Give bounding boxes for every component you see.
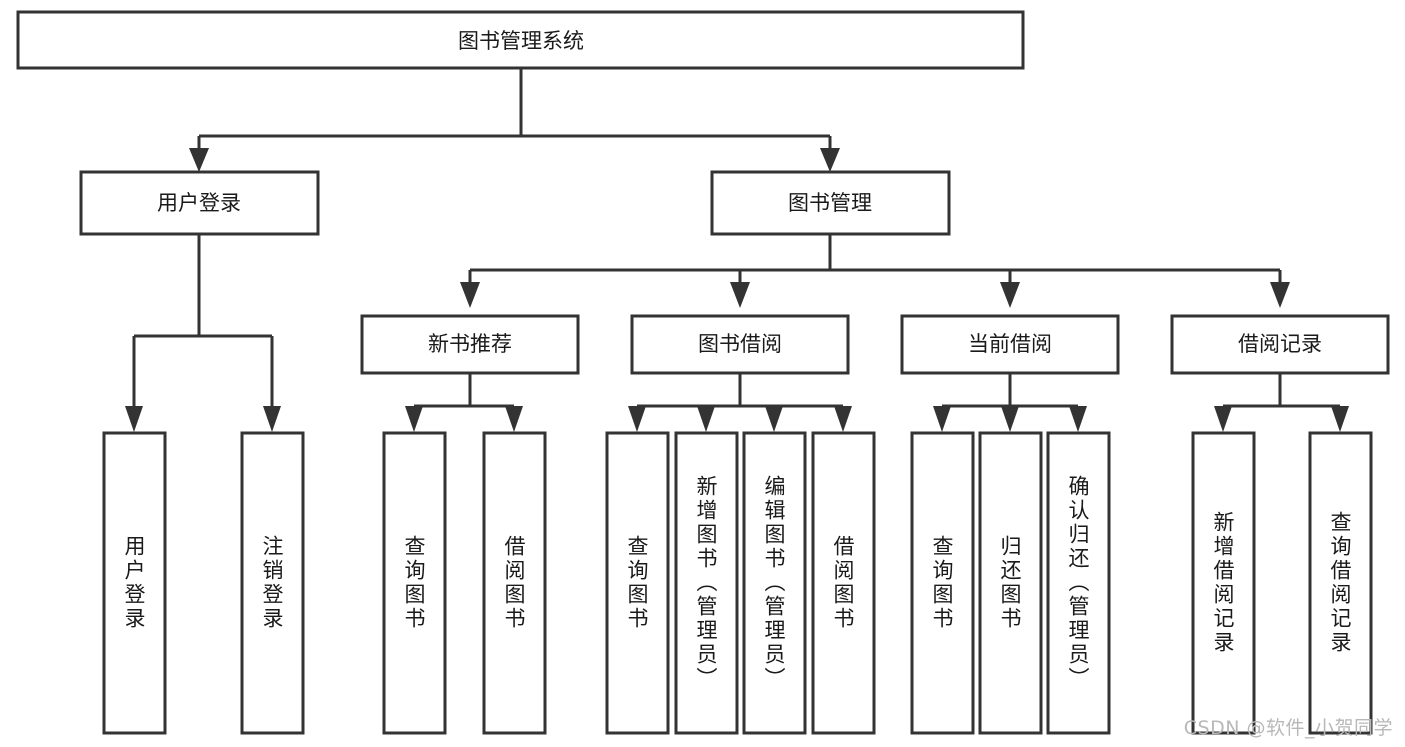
node-leaf-edit-book[interactable]: 编辑图书（管理员） (742, 431, 807, 735)
node-user-login[interactable]: 用户登录 (79, 170, 320, 236)
arrow-head-leaf-return-book (1001, 406, 1019, 432)
node-leaf-user-login[interactable]: 用户登录 (102, 431, 167, 735)
node-leaf-add-book[interactable]: 新增图书（管理员） (674, 431, 739, 735)
arrow-head-user-login (189, 148, 209, 172)
node-leaf-query-book-1[interactable]: 查询图书 (382, 431, 447, 735)
arrow-head-leaf-user-login (125, 406, 143, 432)
node-leaf-add-book-box[interactable] (674, 431, 739, 735)
node-leaf-borrow-book-1[interactable]: 借阅图书 (482, 431, 547, 735)
node-borrow-record[interactable]: 借阅记录 (1170, 314, 1390, 375)
node-leaf-query-book-1-label: 查询图书 (402, 535, 426, 631)
node-new-book-rec[interactable]: 新书推荐 (360, 314, 580, 375)
node-leaf-borrow-book-1-label: 借阅图书 (502, 535, 526, 631)
arrow-head-leaf-logout (263, 406, 281, 432)
arrow-head-leaf-edit-book (765, 406, 783, 432)
arrow-head-leaf-query-book-1 (405, 406, 423, 432)
node-leaf-query-record[interactable]: 查询借阅记录 (1308, 431, 1373, 735)
node-leaf-logout[interactable]: 注销登录 (240, 431, 305, 735)
node-leaf-return-book-box[interactable] (978, 431, 1043, 735)
connector-group-user-login (125, 235, 281, 432)
node-leaf-user-login-box[interactable] (102, 431, 167, 735)
arrow-head-current-borrow (1000, 282, 1020, 308)
node-new-book-rec-box[interactable] (360, 314, 580, 375)
arrow-head-leaf-query-record (1331, 406, 1349, 432)
node-book-borrow-box[interactable] (630, 314, 850, 375)
node-borrow-record-label: 借阅记录 (1238, 332, 1322, 356)
arrow-head-leaf-add-book (697, 406, 715, 432)
node-book-borrow-label: 图书借阅 (698, 332, 782, 356)
node-leaf-logout-box[interactable] (240, 431, 305, 735)
arrow-head-leaf-query-book-3 (933, 406, 951, 432)
node-leaf-add-record-label: 新增借阅记录 (1211, 511, 1235, 655)
node-root-label: 图书管理系统 (458, 29, 584, 53)
node-leaf-confirm-return[interactable]: 确认归还（管理员） (1046, 431, 1111, 735)
node-leaf-confirm-return-box[interactable] (1046, 431, 1111, 735)
node-leaf-add-record-box[interactable] (1191, 431, 1256, 735)
node-leaf-add-record[interactable]: 新增借阅记录 (1191, 431, 1256, 735)
connector-group-new-book-rec (405, 374, 523, 432)
node-book-mgmt-label: 图书管理 (788, 191, 872, 215)
node-leaf-borrow-book-2[interactable]: 借阅图书 (811, 431, 876, 735)
arrow-head-leaf-query-book-2 (628, 406, 646, 432)
node-leaf-query-book-3[interactable]: 查询图书 (910, 431, 975, 735)
arrow-head-leaf-borrow-book-2 (834, 406, 852, 432)
node-root[interactable]: 图书管理系统 (16, 10, 1025, 70)
arrow-head-book-mgmt (820, 148, 840, 172)
node-leaf-confirm-return-label: 确认归还（管理员） (1066, 475, 1090, 691)
node-current-borrow-label: 当前借阅 (968, 332, 1052, 356)
connector-group-book-mgmt (460, 235, 1290, 308)
node-leaf-borrow-book-2-box[interactable] (811, 431, 876, 735)
node-leaf-edit-book-label: 编辑图书（管理员） (762, 475, 786, 691)
connector-group-root (189, 68, 840, 172)
node-leaf-query-record-box[interactable] (1308, 431, 1373, 735)
connector-group-book-borrow (628, 374, 852, 432)
arrow-head-borrow-record (1270, 282, 1290, 308)
node-book-mgmt-box[interactable] (710, 170, 951, 236)
node-current-borrow[interactable]: 当前借阅 (900, 314, 1120, 375)
node-leaf-query-book-2[interactable]: 查询图书 (605, 431, 670, 735)
node-leaf-query-book-1-box[interactable] (382, 431, 447, 735)
node-borrow-record-box[interactable] (1170, 314, 1390, 375)
node-leaf-edit-book-box[interactable] (742, 431, 807, 735)
node-leaf-query-book-2-box[interactable] (605, 431, 670, 735)
node-leaf-user-login-label: 用户登录 (122, 535, 146, 631)
node-user-login-box[interactable] (79, 170, 320, 236)
connector-group-current-borrow (933, 374, 1087, 432)
node-user-login-label: 用户登录 (157, 191, 241, 215)
connector-group-borrow-record (1214, 374, 1349, 432)
node-book-borrow[interactable]: 图书借阅 (630, 314, 850, 375)
node-leaf-borrow-book-2-label: 借阅图书 (831, 535, 855, 631)
node-leaf-logout-label: 注销登录 (260, 535, 284, 631)
arrow-head-leaf-confirm-return (1069, 406, 1087, 432)
node-leaf-query-book-3-box[interactable] (910, 431, 975, 735)
node-leaf-query-book-3-label: 查询图书 (930, 535, 954, 631)
arrow-head-leaf-borrow-book-1 (505, 406, 523, 432)
node-root-box[interactable] (16, 10, 1025, 70)
node-leaf-borrow-book-1-box[interactable] (482, 431, 547, 735)
arrow-head-new-book-rec (460, 282, 480, 308)
node-leaf-return-book[interactable]: 归还图书 (978, 431, 1043, 735)
node-leaf-add-book-label: 新增图书（管理员） (694, 475, 718, 691)
node-book-mgmt[interactable]: 图书管理 (710, 170, 951, 236)
arrow-head-book-borrow (730, 282, 750, 308)
node-current-borrow-box[interactable] (900, 314, 1120, 375)
node-leaf-query-book-2-label: 查询图书 (625, 535, 649, 631)
arrow-head-leaf-add-record (1214, 406, 1232, 432)
node-leaf-query-record-label: 查询借阅记录 (1328, 511, 1352, 655)
node-new-book-rec-label: 新书推荐 (428, 332, 512, 356)
node-leaf-return-book-label: 归还图书 (998, 535, 1022, 631)
